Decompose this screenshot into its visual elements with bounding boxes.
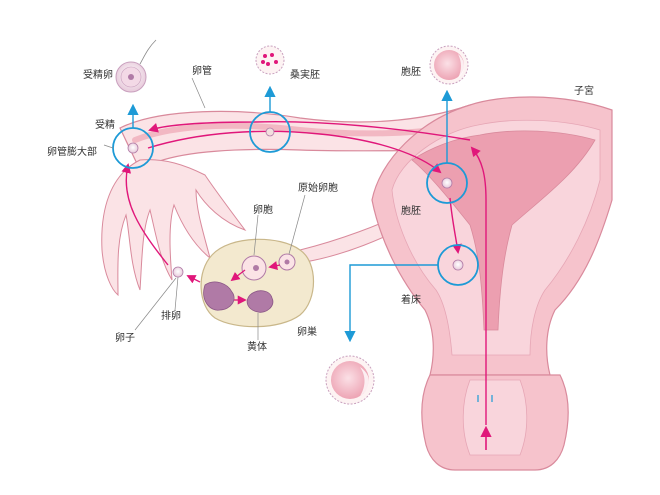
label-ovary: 卵巣 <box>297 327 317 338</box>
follicle-oocyte <box>253 265 259 271</box>
ovum-path <box>121 163 169 266</box>
ovary <box>200 238 315 328</box>
sperm-path-uterus <box>470 146 487 425</box>
label-fertilization: 受精 <box>95 120 115 131</box>
label-blastocyst-top: 胞胚 <box>401 67 421 78</box>
corpus-luteum-shape <box>246 290 274 313</box>
embryo-path <box>147 130 442 174</box>
ovum-leader <box>134 277 177 331</box>
blastocyst-cell <box>441 177 453 189</box>
label-follicle: 卵胞 <box>253 205 273 216</box>
follicle-leader <box>253 214 259 256</box>
label-implantation: 着床 <box>401 295 421 306</box>
fertilization-cell <box>127 142 139 154</box>
label-fertilized-egg: 受精卵 <box>83 70 113 81</box>
label-ovulation: 排卵 <box>161 311 181 322</box>
label-corpus-luteum: 黄体 <box>247 342 267 353</box>
blastocyst-illustration-implantation <box>325 355 375 405</box>
uterine-cavity <box>411 130 596 331</box>
label-ampulla: 卵管膨大部 <box>47 147 97 158</box>
implantation-cell <box>452 259 464 271</box>
fertilized-egg-illustration <box>115 39 157 93</box>
label-uterus: 子宮 <box>574 86 594 97</box>
morula-cell <box>265 127 275 137</box>
label-oviduct: 卵管 <box>192 66 212 77</box>
cervical-canal <box>462 379 528 456</box>
label-blastocyst-mid: 胞胚 <box>401 206 421 217</box>
primordial-follicle-oocyte <box>284 259 290 265</box>
label-ovum: 卵子 <box>115 333 135 344</box>
oviduct-leader <box>191 77 206 109</box>
ruptured-follicle <box>203 281 235 311</box>
fimbriae <box>101 159 247 297</box>
primordial-follicle-leader <box>288 194 306 255</box>
ampulla-leader <box>103 144 114 149</box>
implantation-arrow <box>344 264 438 343</box>
sperm-path-upper <box>148 121 471 141</box>
label-morula: 桑実胚 <box>290 70 320 81</box>
blastocyst-illustration-top <box>429 45 469 85</box>
ovum-cell <box>172 266 184 278</box>
ovulation-leader <box>174 276 179 311</box>
label-primordial-follicle: 原始卵胞 <box>298 183 338 194</box>
morula-illustration <box>255 45 285 75</box>
